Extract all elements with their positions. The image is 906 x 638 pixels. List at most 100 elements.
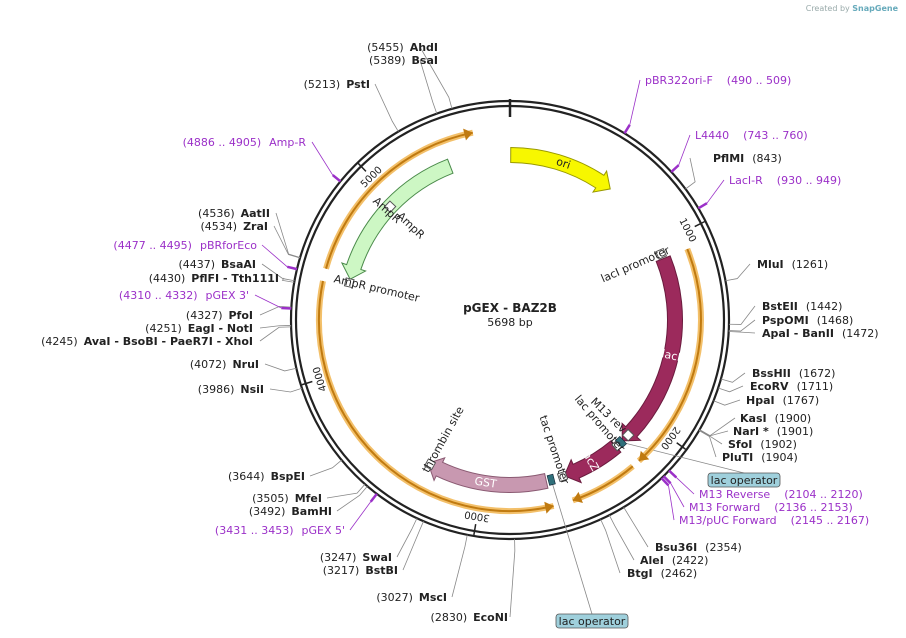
primer-site-mark <box>662 475 672 485</box>
enzyme-label: (5213)PstI <box>304 78 370 91</box>
primer-name: pGEX 5' <box>301 524 345 537</box>
enzyme-name: PflFI - Tth111I <box>191 272 279 285</box>
enzyme-position: (4534) <box>201 220 238 233</box>
enzyme-name: KasI <box>740 412 767 425</box>
tick-mark <box>301 380 313 386</box>
enzyme-label: PspOMI (1468) <box>762 314 853 327</box>
primer-name: Amp-R <box>269 136 306 149</box>
feature-arrows <box>316 128 704 515</box>
enzyme-name: SwaI <box>362 551 392 564</box>
enzyme-position: (1901) <box>777 425 814 438</box>
primer-range: (2104 .. 2120) <box>784 488 863 501</box>
enzyme-position: (1468) <box>817 314 854 327</box>
enzyme-position: (3644) <box>228 470 265 483</box>
enzyme-label: (3505)MfeI <box>252 492 322 505</box>
enzyme-position: (1902) <box>760 438 797 451</box>
primer-range: (4477 .. 4495) <box>113 239 192 252</box>
snapgene-credit: Created by SnapGene <box>806 4 898 13</box>
enzyme-label: (3247) SwaI <box>320 551 392 564</box>
enzyme-leader-line <box>336 485 368 512</box>
enzyme-position: (3217) <box>323 564 360 577</box>
enzyme-name: PflMI <box>713 152 744 165</box>
enzyme-leader-line <box>720 372 746 383</box>
enzyme-position: (1261) <box>792 258 829 271</box>
enzyme-leader-line <box>309 459 342 477</box>
enzyme-label: EcoRV(1711) <box>750 380 833 393</box>
enzyme-leader-line <box>259 325 292 329</box>
promoter-marker <box>655 247 668 260</box>
primer-range: (930 .. 949) <box>777 174 842 187</box>
tick-mark <box>694 220 705 228</box>
enzyme-name: BsaAI <box>221 258 256 271</box>
enzyme-label: BstEII(1442) <box>762 300 842 313</box>
enzyme-leader-line <box>718 385 744 393</box>
primer-name: pBRforEco <box>200 239 257 252</box>
enzyme-name: EagI - NotI <box>188 322 253 335</box>
primer-label: (4886 .. 4905)Amp-R <box>183 136 307 149</box>
primer-name: L4440 <box>695 129 729 142</box>
enzyme-leader-line <box>374 83 399 132</box>
operator-site <box>546 473 556 486</box>
enzyme-label: (4245)AvaI - BsoBI - PaeR7I - XhoI <box>41 335 253 348</box>
enzyme-position: (3247) <box>320 551 357 564</box>
primer-range: (743 .. 760) <box>743 129 808 142</box>
enzyme-position: (1767) <box>783 394 820 407</box>
primer-label: (3431 .. 3453)pGEX 5' <box>215 524 345 537</box>
orf-arrowhead <box>463 128 473 141</box>
enzyme-position: (2354) <box>705 541 742 554</box>
enzyme-position: (2830) <box>431 611 468 624</box>
enzyme-name: HpaI <box>746 394 775 407</box>
enzyme-name: NarI * <box>733 425 769 438</box>
tick-mark <box>676 442 687 450</box>
primer-leader-line <box>668 485 675 521</box>
enzyme-position: (4072) <box>190 358 227 371</box>
primer-name: pBR322ori-F <box>645 74 713 87</box>
enzyme-label: (3492)BamHI <box>249 505 332 518</box>
enzyme-leader-line <box>396 518 418 558</box>
operator-label: lac operator <box>559 615 626 628</box>
enzyme-leader-line <box>698 430 717 458</box>
primer-leader-line <box>629 79 641 125</box>
enzyme-label: (4430)PflFI - Tth111I <box>149 272 279 285</box>
primer-label: M13 Reverse (2104 .. 2120) <box>699 488 863 501</box>
enzyme-leader-line <box>728 319 756 332</box>
enzyme-name: BssHII <box>752 367 791 380</box>
primer-label: (4310 .. 4332)pGEX 3' <box>119 289 249 302</box>
enzyme-leader-line <box>451 534 468 598</box>
enzyme-name: PspOMI <box>762 314 809 327</box>
primer-leader-line <box>676 477 695 495</box>
enzyme-leader-line <box>728 305 756 325</box>
primer-leader-line <box>254 294 282 309</box>
enzyme-position: (4437) <box>178 258 215 271</box>
promoter-marker <box>383 200 397 214</box>
promoter-marker <box>621 428 635 442</box>
primer-leader-line <box>706 179 725 204</box>
primer-name: M13 Reverse <box>699 488 770 501</box>
enzyme-name: PluTI <box>722 451 753 464</box>
enzyme-leader-line <box>509 538 516 618</box>
enzyme-position: (1904) <box>761 451 798 464</box>
primer-site-mark <box>668 469 678 479</box>
enzyme-name: SfoI <box>728 438 752 451</box>
enzyme-label: ApaI - BanII(1472) <box>762 327 879 340</box>
enzyme-leader-line <box>728 331 756 334</box>
operator-box <box>555 613 629 629</box>
primer-range: (490 .. 509) <box>727 74 792 87</box>
enzyme-leader-line <box>600 519 621 574</box>
enzyme-position: (1442) <box>806 300 843 313</box>
promoter-marker <box>423 458 437 471</box>
enzyme-label: (4534)ZraI <box>201 220 269 233</box>
primer-name: M13/pUC Forward <box>679 514 777 527</box>
enzyme-leader-line <box>608 514 635 561</box>
primer-name: LacI-R <box>729 174 763 187</box>
enzyme-position: (3505) <box>252 492 289 505</box>
plasmid-name: pGEX - BAZ2B <box>463 301 557 315</box>
operator-site <box>614 435 627 449</box>
enzyme-label: (4327)PfoI <box>186 309 253 322</box>
primer-label: (4477 .. 4495) pBRforEco <box>113 239 257 252</box>
enzyme-leader-line <box>264 363 297 372</box>
primer-range: (2145 .. 2167) <box>791 514 870 527</box>
primer-label: M13 Forward(2136 .. 2153) <box>689 501 853 514</box>
